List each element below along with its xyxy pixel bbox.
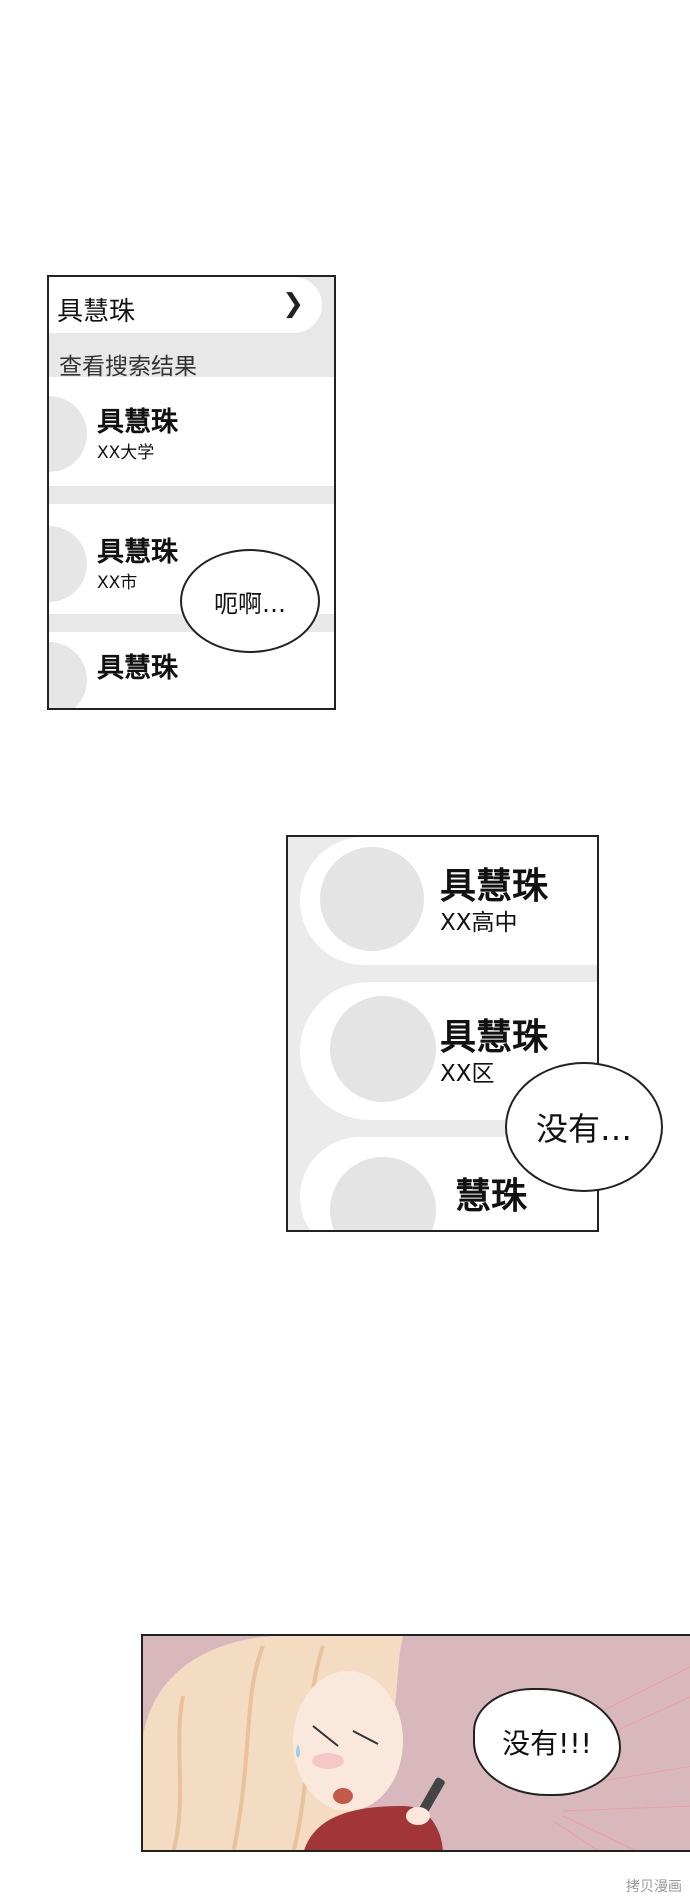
search-query: 具慧珠: [57, 297, 136, 327]
result-detail: XX市: [97, 573, 138, 593]
chevron-right-icon[interactable]: ❯: [282, 289, 304, 319]
avatar: [320, 847, 424, 951]
result-detail: XX高中: [440, 910, 518, 936]
result-name: 具慧珠: [97, 407, 178, 438]
result-name: 具慧珠: [97, 653, 178, 684]
result-detail: XX大学: [97, 443, 155, 463]
result-row[interactable]: 具慧珠: [49, 632, 334, 708]
see-all-results-link[interactable]: 查看搜索结果: [59, 354, 197, 380]
result-name: 具慧珠: [440, 1017, 549, 1058]
avatar: [49, 526, 87, 602]
result-detail: XX区: [440, 1061, 495, 1087]
result-row[interactable]: 具慧珠 XX高中: [300, 837, 597, 965]
result-name: 慧珠: [455, 1176, 528, 1217]
watermark: 拷贝漫画: [626, 1879, 682, 1895]
avatar: [330, 1157, 436, 1230]
search-panel-1: 具慧珠 ❯ 查看搜索结果 具慧珠 XX大学 具慧珠 XX市 具慧珠: [47, 275, 336, 710]
avatar: [330, 996, 436, 1102]
divider: [49, 486, 334, 504]
speech-bubble: 没有…: [505, 1062, 663, 1192]
result-row[interactable]: 具慧珠 XX大学: [49, 380, 334, 486]
result-name: 具慧珠: [97, 537, 178, 568]
avatar: [49, 642, 87, 708]
speech-bubble: 呃啊…: [180, 549, 320, 653]
result-name: 具慧珠: [440, 866, 549, 907]
speech-bubble: 没有!!!: [473, 1688, 621, 1796]
search-bar[interactable]: 具慧珠 ❯: [49, 277, 322, 333]
character-illustration: [143, 1636, 690, 1850]
avatar: [49, 396, 87, 472]
reaction-panel: 没有!!!: [141, 1634, 690, 1852]
